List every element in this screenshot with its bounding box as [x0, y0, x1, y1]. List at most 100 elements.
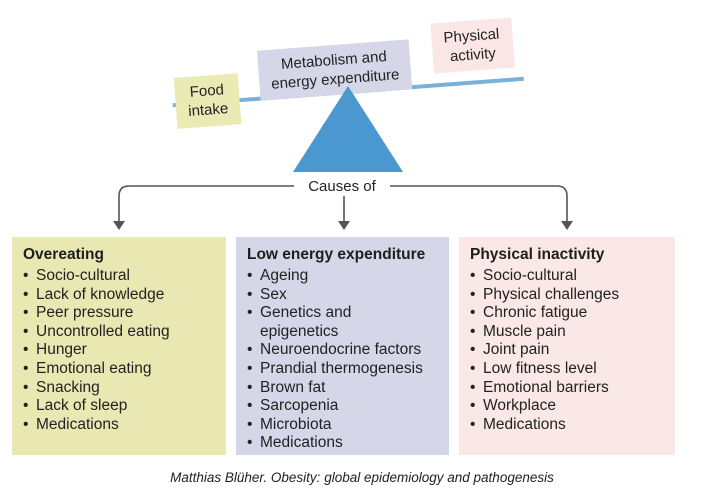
list-item: • Microbiota	[247, 416, 439, 435]
list-item-text: Microbiota	[260, 415, 332, 433]
list-item: epigenetics	[247, 323, 439, 342]
list-item-text: Chronic fatigue	[483, 304, 588, 322]
overeating-list: • Socio-cultural • Lack of knowledge • Peer p…	[23, 267, 216, 434]
list-item: • Hunger	[23, 341, 216, 360]
list-item: • Lack of sleep	[23, 397, 216, 416]
food-intake-label-1: Food	[189, 81, 224, 101]
list-item-text: Muscle pain	[483, 322, 566, 340]
list-item: •Socio-cultural	[470, 267, 665, 286]
bullet-icon: •	[470, 322, 476, 340]
seesaw: Food intake Metabolism and energy expend…	[172, 17, 524, 129]
list-item: • Socio-cultural	[23, 267, 216, 286]
list-item: • Peer pressure	[23, 304, 216, 323]
list-item-text: Medications	[260, 434, 343, 452]
bullet-icon: •	[470, 359, 476, 377]
physical-activity-label-2: activity	[449, 45, 496, 65]
list-item-text: Peer pressure	[36, 304, 134, 322]
list-item-text: Joint pain	[483, 341, 550, 359]
bullet-icon: •	[470, 397, 476, 415]
bullet-icon: •	[470, 285, 476, 303]
list-item-text: Workplace	[483, 397, 556, 415]
list-item-text: Lack of knowledge	[36, 285, 165, 303]
bullet-icon: •	[23, 415, 29, 433]
list-item-text: Sarcopenia	[260, 397, 339, 415]
bullet-icon: •	[470, 378, 476, 396]
balance-diagram: Food intake Metabolism and energy expend…	[113, 17, 573, 230]
list-item-text: Low fitness level	[483, 359, 597, 377]
list-item: • Physical challenges	[470, 286, 665, 305]
bullet-icon: •	[23, 397, 29, 415]
list-item: • Low fitness level	[470, 360, 665, 379]
bullet-icon: •	[23, 322, 29, 340]
list-item-text: Socio-cultural	[483, 267, 577, 284]
arrowhead-right	[561, 221, 573, 230]
list-item-text: Genetics and	[260, 304, 352, 322]
bullet-icon: •	[247, 397, 253, 415]
list-item-text: Neuroendocrine factors	[260, 341, 422, 359]
list-item-text: Hunger	[36, 341, 87, 359]
list-item: • Muscle pain	[470, 323, 665, 342]
fulcrum-triangle	[293, 86, 403, 172]
physical-activity-label-1: Physical	[443, 26, 500, 47]
list-item: •Medications	[470, 416, 665, 435]
list-item-text: Prandial thermogenesis	[260, 359, 423, 377]
list-item-text: Physical challenges	[483, 285, 620, 303]
list-item: • Sarcopenia	[247, 397, 439, 416]
list-item: • Prandial thermogenesis	[247, 360, 439, 379]
physical-inactivity-title: Physical inactivity	[470, 246, 605, 263]
list-item: • Chronic fatigue	[470, 304, 665, 323]
list-item: •Sex	[247, 286, 439, 305]
bullet-icon: •	[470, 304, 476, 322]
list-item: • Joint pain	[470, 341, 665, 360]
overeating-panel: Overeating • Socio-cultural • Lack of knowl…	[12, 237, 226, 455]
overeating-title: Overeating	[23, 246, 104, 263]
list-item-text: Ageing	[260, 267, 309, 284]
bullet-icon: •	[247, 341, 253, 359]
low-energy-panel: Low energy expenditure •Ageing•Sex•Genet…	[236, 237, 449, 455]
list-item: •Brown fat	[247, 379, 439, 398]
list-item-text: Snacking	[36, 378, 100, 396]
bullet-icon: •	[23, 341, 29, 359]
list-item: •Medications	[247, 434, 439, 453]
list-item-text: Emotional barriers	[483, 378, 609, 396]
bullet-icon: •	[470, 341, 476, 359]
list-item: • Workplace	[470, 397, 665, 416]
bullet-icon: •	[470, 415, 476, 433]
physical-activity-box	[430, 17, 515, 74]
figure-caption: Matthias Blüher. Obesity: global epidemi…	[170, 470, 554, 485]
food-intake-box	[173, 73, 242, 129]
list-item: • Emotional barriers	[470, 379, 665, 398]
low-energy-title: Low energy expenditure	[247, 246, 426, 263]
list-item: • Neuroendocrine factors	[247, 341, 439, 360]
list-item-text: Brown fat	[260, 378, 326, 396]
bullet-icon: •	[23, 304, 29, 322]
list-item: • Snacking	[23, 379, 216, 398]
causes-of-label: Causes of	[308, 178, 376, 195]
arrowhead-middle	[338, 221, 350, 230]
arrowhead-left	[113, 221, 125, 230]
list-item: • Lack of knowledge	[23, 286, 216, 305]
list-item: • Medications	[23, 416, 216, 435]
food-intake-label-2: intake	[188, 100, 229, 120]
bullet-icon: •	[23, 378, 29, 396]
list-item-text: Uncontrolled eating	[36, 322, 170, 340]
list-item-text: Emotional eating	[36, 359, 152, 377]
bullet-icon: •	[23, 285, 29, 303]
bullet-icon: •	[23, 267, 29, 284]
list-item-text: Lack of sleep	[36, 397, 128, 415]
bullet-icon: •	[247, 415, 253, 433]
bullet-icon: •	[247, 267, 253, 284]
physical-inactivity-panel: Physical inactivity •Socio-cultural•Phys…	[459, 237, 675, 455]
list-item: •Emotional eating	[23, 360, 216, 379]
list-item-text: Medications	[36, 415, 119, 433]
bullet-icon: •	[247, 359, 253, 377]
list-item-text: Sex	[260, 285, 287, 303]
list-item: • Ageing	[247, 267, 439, 286]
list-item-text: epigenetics	[260, 322, 339, 340]
list-item: • Genetics and	[247, 304, 439, 323]
bullet-icon: •	[247, 304, 253, 322]
physical-inactivity-list: •Socio-cultural•Physical challenges•Chro…	[470, 267, 665, 434]
metabolism-box	[256, 39, 413, 101]
list-item-text: Socio-cultural	[36, 267, 130, 284]
